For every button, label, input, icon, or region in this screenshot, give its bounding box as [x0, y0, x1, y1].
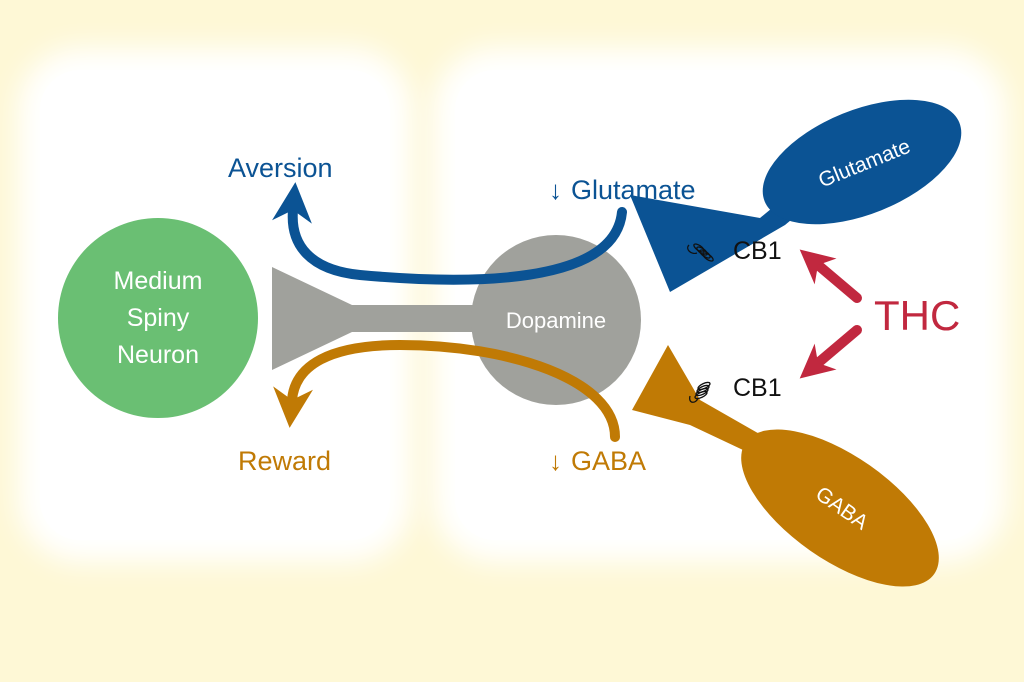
msn-label-line-2: Spiny [127, 304, 190, 332]
aversion-arrow [272, 182, 627, 285]
reward-arrow [273, 339, 620, 442]
thc-arrow-to-cb1-top [799, 249, 862, 303]
cb1-bottom-label: CB1 [733, 374, 782, 402]
cb1-receptor-icon [687, 243, 714, 262]
thc-label: THC [874, 292, 960, 339]
gaba-axon-terminal [632, 345, 770, 458]
msn-label-line-3: Neuron [117, 341, 199, 369]
aversion-label: Aversion [228, 153, 333, 183]
gaba-decrease-arrow-icon: ↓ [549, 446, 562, 476]
glutamate-decrease-label: Glutamate [571, 175, 696, 205]
gaba-decrease-label: GABA [571, 446, 646, 476]
cb1-receptor-icon [689, 381, 711, 403]
dopamine-axon-terminal [272, 267, 490, 370]
dopamine-label: Dopamine [506, 308, 606, 333]
thc-arrow-to-cb1-bottom [799, 325, 862, 379]
glutamate-decrease-arrow-icon: ↓ [549, 175, 562, 205]
medium-spiny-neuron: Medium Spiny Neuron [58, 218, 258, 418]
glutamate-cell-body [762, 99, 962, 225]
glutamate-axon-terminal [630, 185, 815, 292]
gaba-cell-body [741, 429, 939, 587]
msn-label-line-1: Medium [114, 267, 203, 295]
msn-cell-body [58, 218, 258, 418]
glutamate-neuron: Glutamate [630, 99, 962, 292]
gaba-neuron: GABA [632, 345, 939, 587]
reward-label: Reward [238, 446, 331, 476]
cb1-top-label: CB1 [733, 237, 782, 265]
